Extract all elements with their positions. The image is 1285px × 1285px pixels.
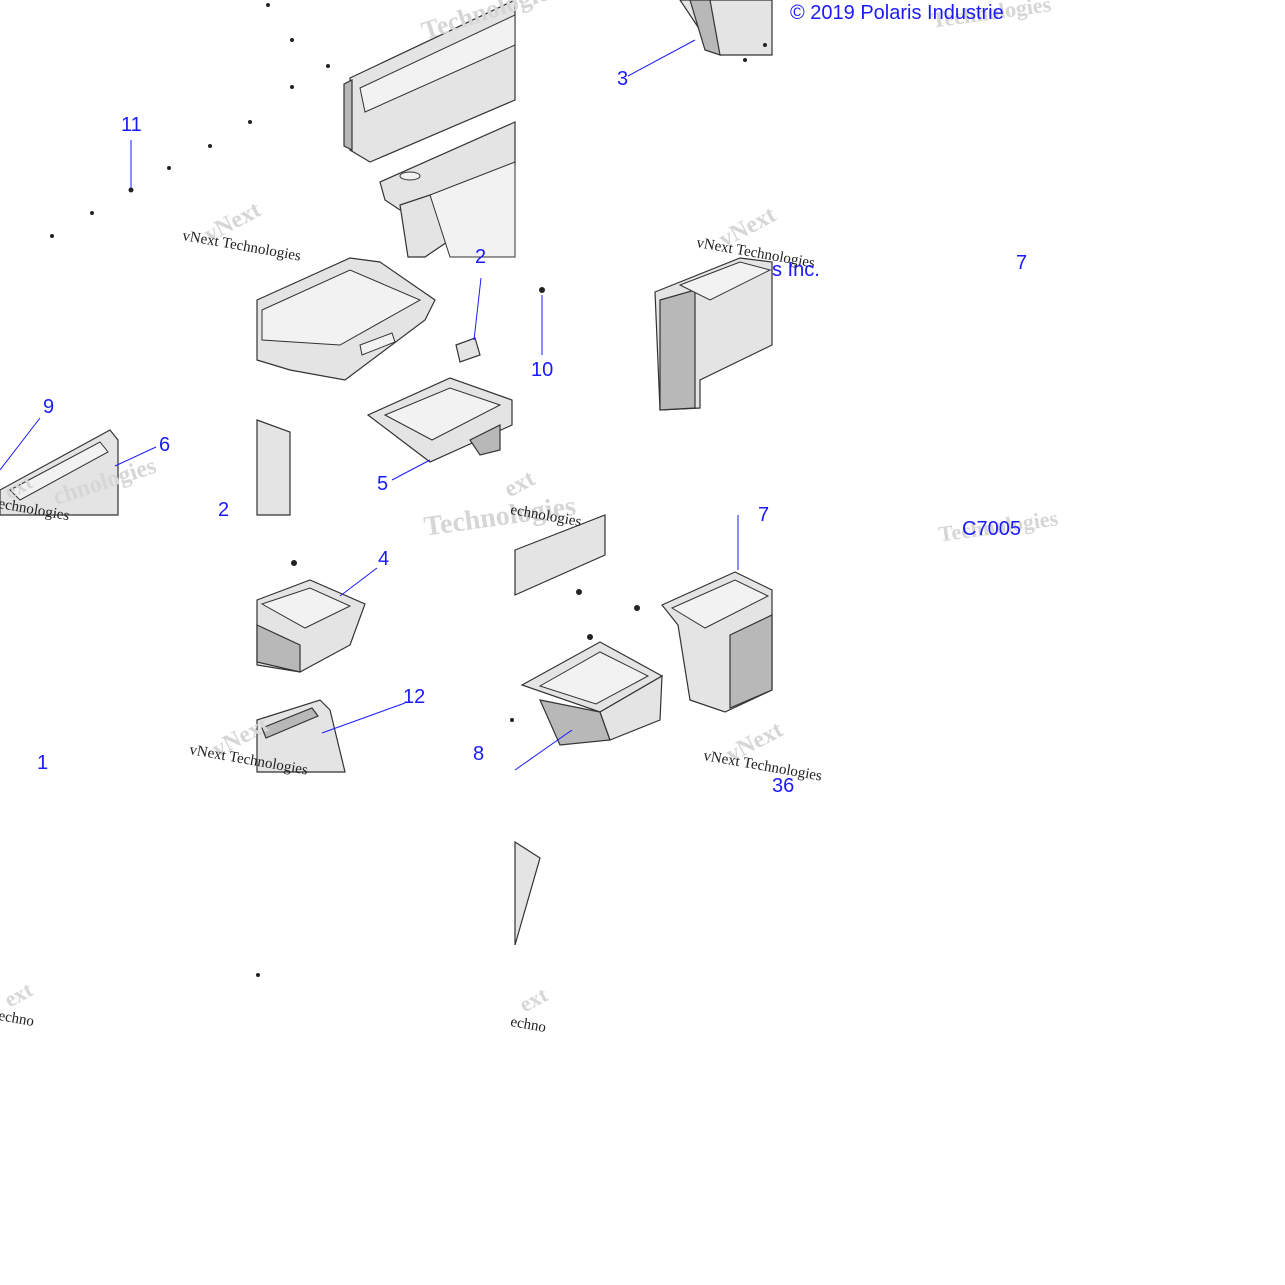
side-panel	[0, 429, 119, 516]
floor-tray	[366, 377, 513, 463]
drawing-code-tail: 36	[772, 775, 795, 797]
floor-panel	[256, 257, 436, 516]
leader-2-top	[473, 277, 482, 341]
callout-3: 3	[617, 68, 629, 90]
floor-bracket	[455, 337, 481, 363]
callout-12: 12	[403, 686, 426, 708]
callout-1: 1	[37, 752, 49, 774]
storage-bin-small	[256, 579, 366, 673]
side-box-upper	[679, 0, 773, 62]
bin-fragment	[514, 840, 541, 946]
leader-5	[391, 459, 431, 481]
callout-9: 9	[43, 396, 55, 418]
leader-6	[114, 446, 157, 467]
fastener-4	[291, 560, 297, 566]
leader-8	[514, 729, 573, 771]
callout-7-top: 7	[1016, 252, 1028, 274]
cover-plate	[514, 514, 606, 596]
copyright-text-tail: s Inc.	[772, 259, 820, 281]
side-box-body	[654, 257, 773, 411]
copyright-text: © 2019 Polaris Industrie	[790, 2, 1004, 24]
callout-10: 10	[531, 359, 554, 381]
callout-8: 8	[473, 743, 485, 765]
leader-12	[321, 702, 406, 734]
fastener-group-top-left	[50, 3, 270, 238]
callout-6: 6	[159, 434, 171, 456]
callout-7-mid: 7	[758, 504, 770, 526]
leader-9	[0, 417, 41, 471]
drawing-code: C7005	[962, 518, 1021, 540]
callout-4: 4	[378, 548, 390, 570]
storage-bin-tall	[661, 571, 773, 713]
storage-tray-large	[520, 641, 664, 746]
callout-2-top: 2	[475, 246, 487, 268]
fastener-10	[539, 287, 545, 293]
leader-3	[627, 39, 696, 77]
trim-strip	[256, 699, 346, 773]
callout-11: 11	[121, 114, 142, 136]
callout-5: 5	[377, 473, 389, 495]
callout-2-mid: 2	[218, 499, 230, 521]
leader-4	[339, 567, 378, 597]
rear-wall-panel	[290, 0, 516, 258]
